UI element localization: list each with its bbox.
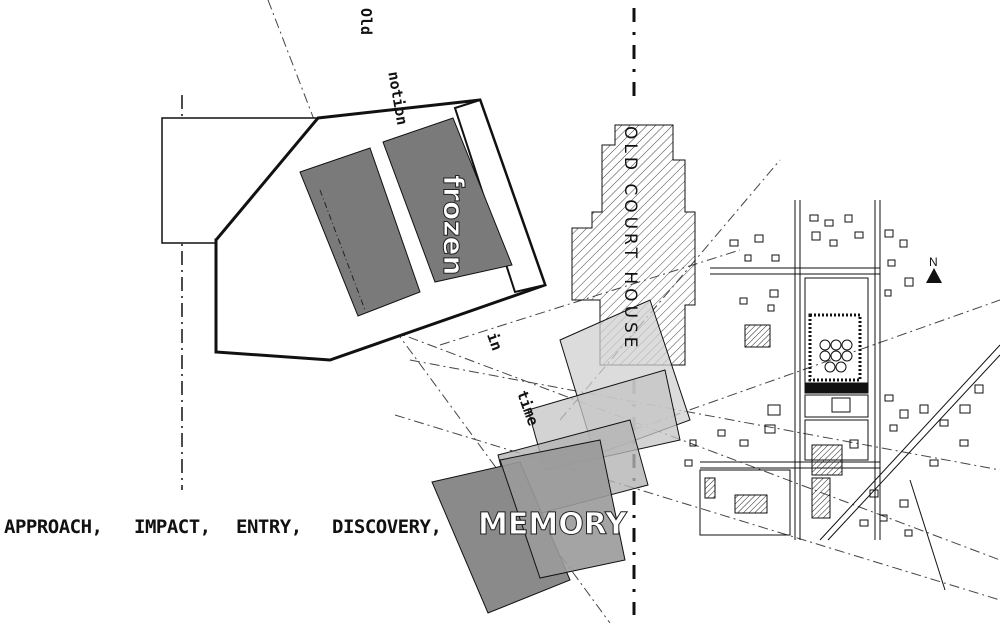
- label-north: N: [929, 255, 938, 269]
- frozen-block: [299, 117, 513, 317]
- path-word-old: Old: [357, 8, 375, 36]
- small-houses: [684, 214, 984, 537]
- label-entry: ENTRY,: [236, 516, 302, 538]
- tree-cluster: [819, 339, 853, 373]
- label-impact: IMPACT,: [134, 516, 211, 538]
- label-discovery: DISCOVERY,: [332, 516, 442, 538]
- label-approach: APPROACH,: [4, 516, 103, 538]
- label-memory: MEMORY: [478, 507, 628, 543]
- north-arrow-icon: [926, 268, 942, 283]
- path-word-frozen: frozen: [437, 175, 471, 276]
- label-old-court-house: OLD COURT HOUSE: [620, 126, 640, 352]
- memory-planes: [431, 299, 691, 614]
- site-plan: [684, 200, 1000, 591]
